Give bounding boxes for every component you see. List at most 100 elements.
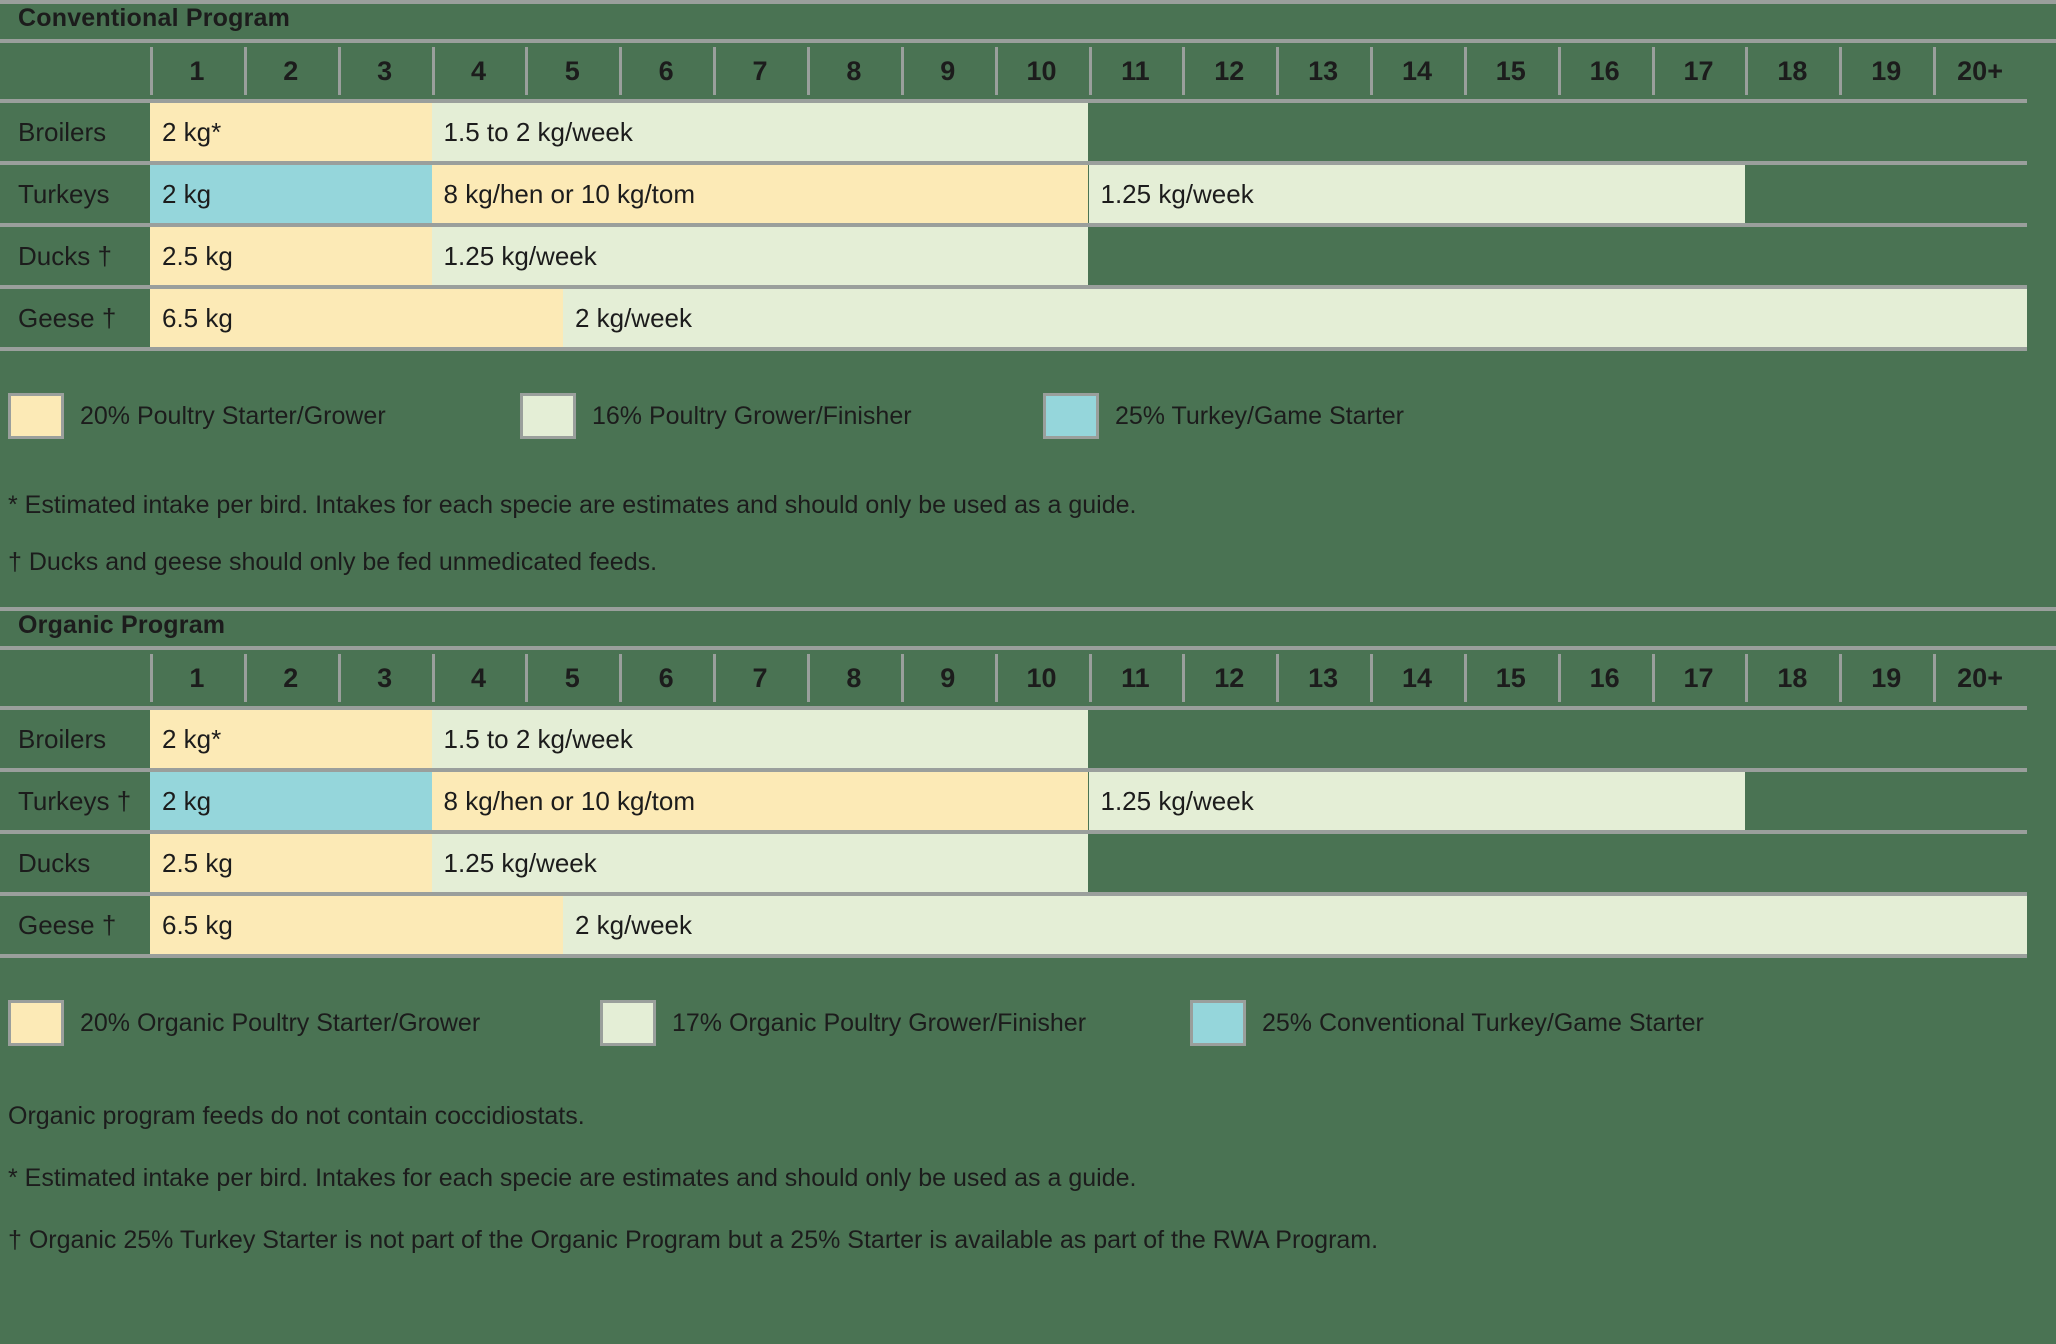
organic-col-divider-19	[1839, 654, 1843, 702]
organic-row-label-1: Turkeys †	[18, 785, 132, 816]
organic-week-label-4: 4	[470, 662, 486, 693]
conventional-week-label-8: 8	[846, 55, 862, 86]
conventional-week-label-10: 10	[1026, 55, 1057, 86]
conventional-col-divider-3	[337, 47, 341, 95]
organic-col-divider-17	[1651, 654, 1655, 702]
organic-band-text-3-1: 2 kg/week	[574, 909, 693, 940]
conventional-band-3-0: 6.5 kg	[150, 289, 563, 347]
organic-notes: Organic program feeds do not contain coc…	[8, 1102, 2056, 1255]
organic-week-label-14: 14	[1401, 662, 1432, 693]
conventional-band-text-2-1: 1.25 kg/week	[443, 240, 597, 271]
conventional-row-label-2: Ducks †	[18, 240, 112, 271]
conventional-band-text-1-1: 8 kg/hen or 10 kg/tom	[443, 178, 696, 209]
conventional-col-divider-10	[994, 47, 998, 95]
organic-legend-label-2: 25% Conventional Turkey/Game Starter	[1262, 1008, 1704, 1037]
organic-note-0: Organic program feeds do not contain coc…	[8, 1102, 585, 1130]
conventional-band-text-0-0: 2 kg*	[162, 116, 222, 147]
organic-week-label-10: 10	[1026, 662, 1057, 693]
conventional-header-rule	[0, 99, 2027, 103]
conventional-week-label-16: 16	[1589, 55, 1620, 86]
organic-row-rule-3	[0, 954, 2027, 958]
organic-band-text-2-0: 2.5 kg	[162, 847, 233, 878]
organic-col-divider-1	[150, 654, 153, 702]
conventional-legend-item-0: 20% Poultry Starter/Grower	[8, 393, 386, 439]
organic-week-label-20: 20+	[1957, 662, 2003, 693]
conventional-col-divider-4	[431, 47, 435, 95]
organic-week-label-13: 13	[1308, 662, 1339, 693]
organic-band-1-1: 8 kg/hen or 10 kg/tom	[431, 772, 1089, 830]
organic-top-rule	[0, 607, 2056, 611]
conventional-row-rule-1	[0, 223, 2027, 227]
organic-week-label-9: 9	[940, 662, 956, 693]
organic-col-divider-8	[806, 654, 810, 702]
conventional-col-divider-2	[243, 47, 247, 95]
organic-col-divider-6	[619, 654, 623, 702]
organic-week-label-3: 3	[377, 662, 393, 693]
conventional-week-label-1: 1	[189, 55, 205, 86]
organic-band-text-0-0: 2 kg*	[162, 723, 222, 754]
organic-col-divider-5	[525, 654, 529, 702]
conventional-week-label-19: 19	[1871, 55, 1902, 86]
conventional-col-divider-11	[1088, 47, 1092, 95]
organic-row-rule-0	[0, 768, 2027, 772]
organic-col-divider-15	[1463, 654, 1467, 702]
conventional-legend-swatch-2	[1043, 393, 1099, 439]
conventional-col-divider-9	[900, 47, 904, 95]
conventional-band-text-3-0: 6.5 kg	[162, 302, 233, 333]
conventional-band-text-1-2: 1.25 kg/week	[1100, 178, 1254, 209]
organic-band-0-0: 2 kg*	[150, 710, 432, 768]
conventional-band-text-2-0: 2.5 kg	[162, 240, 233, 271]
conventional-row-label-3: Geese †	[18, 302, 117, 333]
organic-week-label-6: 6	[658, 662, 674, 693]
organic-col-divider-18	[1745, 654, 1749, 702]
organic-row-2: Ducks 2.5 kg 1.25 kg/week	[0, 834, 2027, 892]
conventional-row-2: Ducks † 2.5 kg 1.25 kg/week	[0, 227, 2027, 285]
organic-week-label-5: 5	[564, 662, 580, 693]
conventional-band-2-1: 1.25 kg/week	[431, 227, 1089, 285]
organic-week-label-12: 12	[1214, 662, 1245, 693]
conventional-band-text-0-1: 1.5 to 2 kg/week	[443, 116, 633, 147]
organic-band-2-1: 1.25 kg/week	[431, 834, 1089, 892]
organic-week-label-15: 15	[1495, 662, 1526, 693]
conventional-col-divider-17	[1651, 47, 1655, 95]
organic-band-0-1: 1.5 to 2 kg/week	[431, 710, 1089, 768]
organic-band-1-2: 1.25 kg/week	[1088, 772, 1746, 830]
conventional-col-divider-19	[1839, 47, 1843, 95]
conventional-week-label-12: 12	[1214, 55, 1245, 86]
conventional-band-1-1: 8 kg/hen or 10 kg/tom	[431, 165, 1089, 223]
conventional-week-label-18: 18	[1777, 55, 1808, 86]
organic-band-text-3-0: 6.5 kg	[162, 909, 233, 940]
organic-band-3-0: 6.5 kg	[150, 896, 563, 954]
organic-week-label-1: 1	[189, 662, 205, 693]
conventional-col-divider-20	[1933, 47, 1937, 95]
conventional-top-rule	[0, 0, 2056, 4]
organic-week-label-8: 8	[846, 662, 862, 693]
organic-legend-swatch-2	[1190, 1000, 1246, 1046]
conventional-band-2-0: 2.5 kg	[150, 227, 432, 285]
organic-week-label-2: 2	[283, 662, 299, 693]
organic-week-label-18: 18	[1777, 662, 1808, 693]
conventional-band-0-0: 2 kg*	[150, 103, 432, 161]
organic-legend-swatch-0	[8, 1000, 64, 1046]
organic-col-divider-4	[431, 654, 435, 702]
conventional-row-rule-2	[0, 285, 2027, 289]
conventional-col-divider-1	[150, 47, 153, 95]
organic-col-divider-11	[1088, 654, 1092, 702]
organic-band-2-0: 2.5 kg	[150, 834, 432, 892]
conventional-week-label-11: 11	[1121, 55, 1150, 86]
organic-title: Organic Program	[18, 611, 226, 639]
organic-col-divider-20	[1933, 654, 1937, 702]
conventional-legend-label-1: 16% Poultry Grower/Finisher	[592, 401, 912, 430]
organic-row-label-2: Ducks	[18, 847, 91, 878]
